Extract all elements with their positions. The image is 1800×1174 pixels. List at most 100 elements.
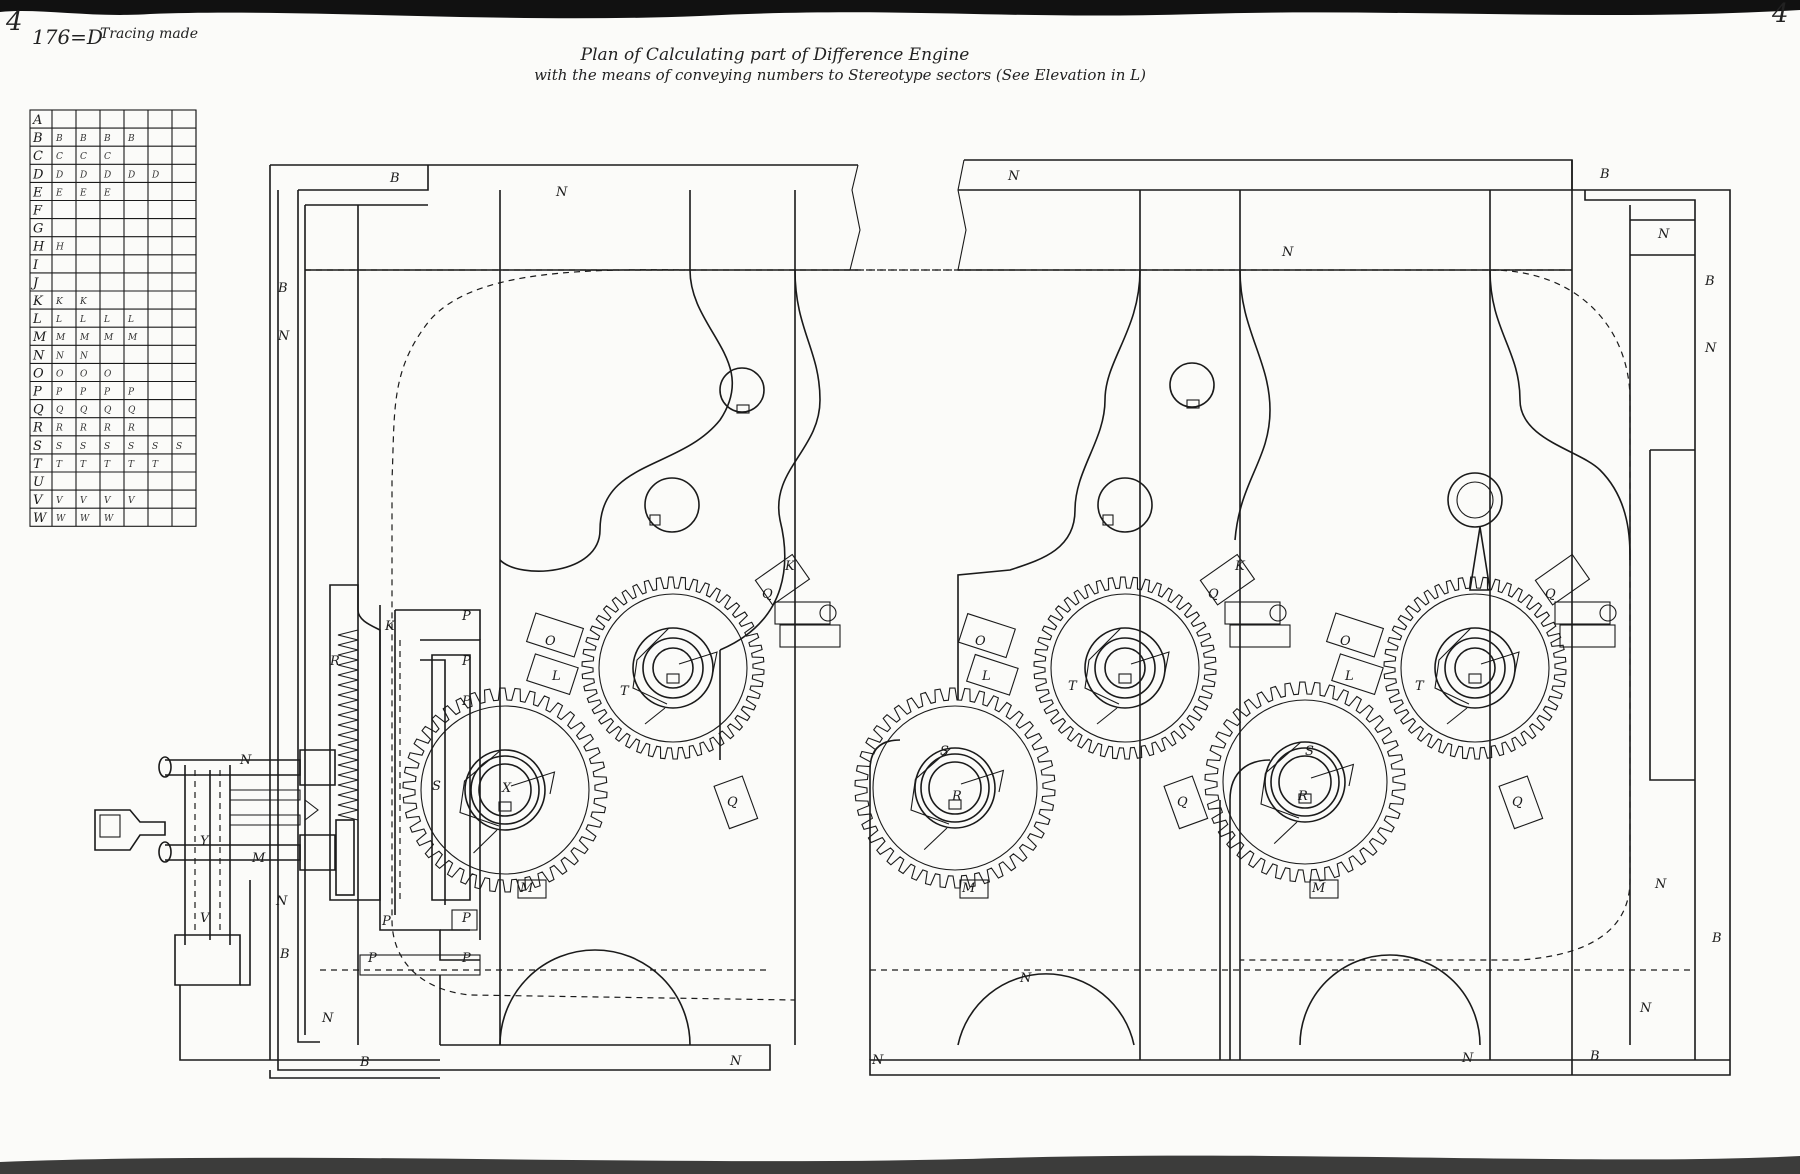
label-n: N [1654, 877, 1667, 892]
table-cell: T [128, 460, 135, 470]
label-b: B [277, 281, 288, 296]
table-cell: V [128, 496, 136, 506]
label-n: N [1281, 245, 1294, 260]
table-cell: S [152, 442, 158, 452]
table-cell: M [79, 333, 90, 343]
label-s: S [940, 744, 949, 759]
table-cell: W [80, 514, 90, 524]
label-q: Q [1512, 795, 1523, 810]
table-cell: Q [128, 406, 136, 416]
table-cell: R [103, 424, 111, 434]
label-t: T [1415, 679, 1425, 694]
label-v: V [200, 911, 211, 926]
label-b: B [1599, 167, 1610, 182]
gear [1204, 681, 1406, 883]
table-cell: C [56, 152, 63, 162]
left-frame [269, 164, 861, 1079]
table-row-letter: B [32, 131, 43, 146]
drawing-title: Plan of Calculating part of Difference E… [580, 45, 970, 65]
label-m: M [961, 881, 976, 896]
label-b: B [1589, 1049, 1600, 1064]
cam-profiles [439, 190, 1631, 1060]
label-n: N [729, 1054, 742, 1069]
gear [854, 687, 1056, 889]
label-p: P [367, 951, 377, 966]
table-cell: T [56, 460, 63, 470]
table-cell: Q [56, 406, 64, 416]
label-r: R [329, 654, 340, 669]
table-cell: V [80, 496, 88, 506]
table-cell: D [55, 170, 63, 180]
table-row-letter: S [33, 439, 42, 454]
label-n: N [275, 894, 288, 909]
table-cell: L [55, 315, 62, 325]
dashed-outlines [305, 269, 1695, 1001]
tracing-note: Tracing made [100, 26, 198, 42]
label-n: N [239, 753, 252, 768]
table-row-letter: P [32, 385, 42, 400]
label-s: S [432, 779, 441, 794]
label-p: P [381, 914, 391, 929]
table-cell: N [79, 351, 89, 361]
table-cell: D [127, 170, 135, 180]
table-row-letter: Q [33, 403, 44, 418]
label-t: T [1068, 679, 1078, 694]
table-row-letter: V [33, 493, 44, 508]
table-cell: T [80, 460, 87, 470]
table-cell: D [103, 170, 111, 180]
table-cell: P [127, 388, 135, 398]
table-row-letter: W [33, 511, 48, 526]
table-cell: L [79, 315, 86, 325]
table-cell: K [55, 297, 64, 307]
rack-mechanism [94, 584, 481, 1061]
frame-labels: B N B N N B N N B N N B N B N N N N B N … [200, 167, 1722, 1070]
label-n: N [1657, 227, 1670, 242]
table-row-letter: K [32, 294, 44, 309]
table-cell: K [79, 297, 88, 307]
sheet-number-right: 4 [1771, 0, 1789, 29]
table-cell: M [103, 333, 114, 343]
table-cell: E [55, 188, 63, 198]
table-cell: E [103, 188, 111, 198]
label-b: B [1711, 931, 1722, 946]
label-b: B [279, 947, 290, 962]
table-cell: B [127, 134, 135, 144]
table-cell: S [128, 442, 134, 452]
label-m: M [1311, 881, 1326, 896]
label-p: P [461, 694, 471, 709]
label-m: M [519, 881, 534, 896]
sheet-number-left: 4 [5, 7, 23, 37]
label-n: N [871, 1053, 884, 1068]
table-cell: Q [80, 406, 88, 416]
table-cell: B [103, 134, 111, 144]
gear [581, 576, 765, 760]
table-cell: W [56, 514, 66, 524]
table-cell: L [103, 315, 110, 325]
label-n: N [1704, 341, 1717, 356]
label-q: Q [1177, 795, 1188, 810]
table-cell: P [79, 388, 87, 398]
table-cell: S [176, 442, 182, 452]
label-r: R [951, 789, 962, 804]
label-n: N [1639, 1001, 1652, 1016]
table-cell: T [104, 460, 111, 470]
label-q: Q [1208, 587, 1219, 602]
table-cell: E [79, 188, 87, 198]
table-cell: C [80, 152, 87, 162]
label-p: P [461, 654, 471, 669]
label-n: N [1007, 169, 1020, 184]
table-cell: P [103, 388, 111, 398]
table-cell: V [56, 496, 64, 506]
label-k: K [384, 619, 396, 634]
label-l: L [1344, 669, 1354, 684]
table-row-letter: J [30, 276, 39, 291]
table-cell: P [55, 388, 63, 398]
label-x: X [501, 781, 512, 796]
label-b: B [1704, 274, 1715, 289]
label-k: K [1234, 559, 1246, 574]
table-cell: H [55, 243, 64, 253]
table-cell: O [56, 369, 64, 379]
label-p: P [461, 609, 471, 624]
